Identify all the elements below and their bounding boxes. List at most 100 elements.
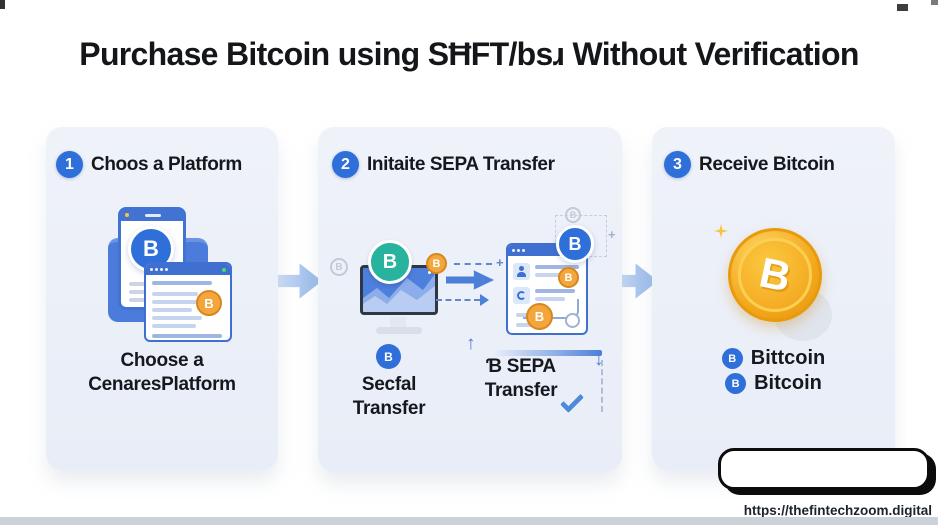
browser-title-bar	[508, 245, 586, 256]
bitcoin-coin-icon: B	[556, 225, 594, 263]
bitcoin-glyph: B	[755, 248, 795, 301]
caption-line: Bittcoin	[750, 347, 826, 369]
bitcoin-glyph: B	[335, 261, 343, 273]
corner-artifact	[0, 0, 5, 9]
text-line	[535, 289, 575, 293]
screen-dot	[428, 271, 431, 274]
step-number-badge: 2	[332, 151, 359, 178]
monitor-stand	[390, 317, 406, 328]
user-tile-icon	[513, 263, 530, 280]
bitcoin-glyph: B	[432, 257, 441, 270]
text-line	[535, 273, 571, 277]
bitcoin-coin-icon: B	[368, 240, 412, 284]
step-header: 1 Choos a Platform	[56, 151, 272, 178]
bitcoin-coin-icon: B	[526, 303, 553, 330]
arrow-down-icon: ↓	[594, 349, 604, 370]
step-panel-choose-platform: 1 Choos a Platform B	[46, 127, 278, 470]
step-title: Choos a Platform	[91, 153, 242, 175]
caption-line: Secfal	[361, 374, 417, 395]
step-caption: Ɓ SEPA Transfer	[458, 355, 584, 403]
bitcoin-glyph: B	[564, 271, 573, 284]
text-line	[535, 297, 565, 301]
step-panel-sepa-transfer: 2 Initaite SEPA Transfer B B B +	[318, 127, 622, 472]
browser-title-bar	[146, 264, 230, 275]
window-dot-icon	[512, 249, 515, 252]
gold-bitcoin-coin-icon: B	[728, 228, 822, 322]
phone-speaker-dash	[145, 214, 161, 217]
text-line	[152, 300, 204, 304]
step-header: 3 Receive Bitcoin	[664, 151, 889, 178]
highlight-bar	[494, 350, 602, 356]
chart-graphic	[363, 274, 435, 312]
text-line	[152, 292, 198, 296]
window-dot-icon	[150, 268, 153, 271]
swirl-glyph	[517, 291, 526, 300]
bitcoin-glyph: B	[534, 309, 545, 324]
bitcoin-coin-icon: B	[426, 253, 447, 274]
bitcoin-glyph: B	[569, 210, 577, 220]
text-line	[152, 281, 212, 285]
caption-line: Choose a	[120, 350, 204, 371]
caption-line: Transfer	[352, 398, 426, 419]
step-header: 2 Initaite SEPA Transfer	[332, 151, 616, 178]
page-title: Purchase Bitcoin using SĦFT/bsɹ Without …	[79, 36, 859, 72]
faded-bitcoin-coin-icon: B	[330, 258, 348, 276]
gold-coin-inner-ring: B	[738, 238, 812, 312]
arrow-head-icon	[480, 294, 489, 306]
plus-icon: +	[608, 227, 616, 242]
window-dot-icon	[165, 268, 168, 271]
bitcoin-glyph: B	[384, 349, 393, 364]
caption-line: Bitcoin	[754, 372, 822, 394]
bitcoin-glyph: B	[143, 236, 159, 261]
arrow-right-icon	[446, 270, 494, 290]
step-panel-receive-bitcoin: 3 Receive Bitcoin B B Bittcoin B Bitcoin	[652, 127, 895, 470]
flow-arrow-icon	[272, 263, 322, 299]
badge-circle-icon	[565, 313, 580, 328]
text-line	[152, 334, 222, 338]
text-line	[152, 324, 196, 328]
step-number-badge: 1	[56, 151, 83, 178]
dashed-connector	[454, 263, 492, 265]
bitcoin-coin-icon: B	[721, 348, 743, 369]
caption-row: B Bitcoin	[652, 372, 895, 395]
bitcoin-glyph: B	[728, 352, 737, 365]
bottom-edge-strip	[0, 517, 938, 525]
text-line	[152, 308, 192, 312]
faded-bitcoin-coin-icon: B	[565, 207, 581, 223]
dashed-connector	[601, 360, 603, 412]
arrow-up-icon: ↑	[466, 333, 476, 354]
bitcoin-glyph: B	[204, 295, 214, 311]
step-number-badge: 3	[664, 151, 691, 178]
caption-line: CenaresPlatform	[88, 374, 236, 395]
bitcoin-coin-icon: B	[196, 290, 222, 316]
sparkle-icon	[714, 224, 728, 238]
step-title: Initaite SEPA Transfer	[367, 153, 555, 175]
text-line	[152, 316, 202, 320]
monitor-base	[376, 327, 422, 334]
text-line	[535, 265, 579, 269]
user-body	[517, 272, 526, 277]
window-dot-icon	[155, 268, 158, 271]
bitcoin-coin-icon: B	[376, 344, 401, 369]
corner-artifact	[931, 0, 938, 5]
phone-camera-dot	[125, 213, 129, 217]
step-caption: Choose a CenaresPlatform	[46, 349, 278, 397]
caption-row: B Bittcoin	[652, 347, 895, 370]
bitcoin-coin-icon: B	[558, 267, 579, 288]
corner-artifact	[897, 4, 908, 11]
bitcoin-glyph: B	[382, 250, 398, 273]
window-dot-icon	[517, 249, 520, 252]
website-url: https://thefintechzoom.digital	[743, 503, 932, 518]
window-dot-icon	[222, 267, 226, 272]
step-title: Receive Bitcoin	[699, 153, 835, 175]
user-head	[519, 266, 524, 271]
bitcoin-glyph: B	[731, 377, 740, 390]
plus-icon: +	[496, 255, 504, 270]
window-dot-icon	[160, 268, 163, 271]
caption-line: Ɓ SEPA	[486, 356, 556, 377]
empty-callout-box	[718, 448, 930, 490]
dashed-connector	[436, 299, 480, 301]
bitcoin-coin-icon: B	[725, 373, 747, 394]
caption-line: Transfer	[484, 380, 558, 401]
